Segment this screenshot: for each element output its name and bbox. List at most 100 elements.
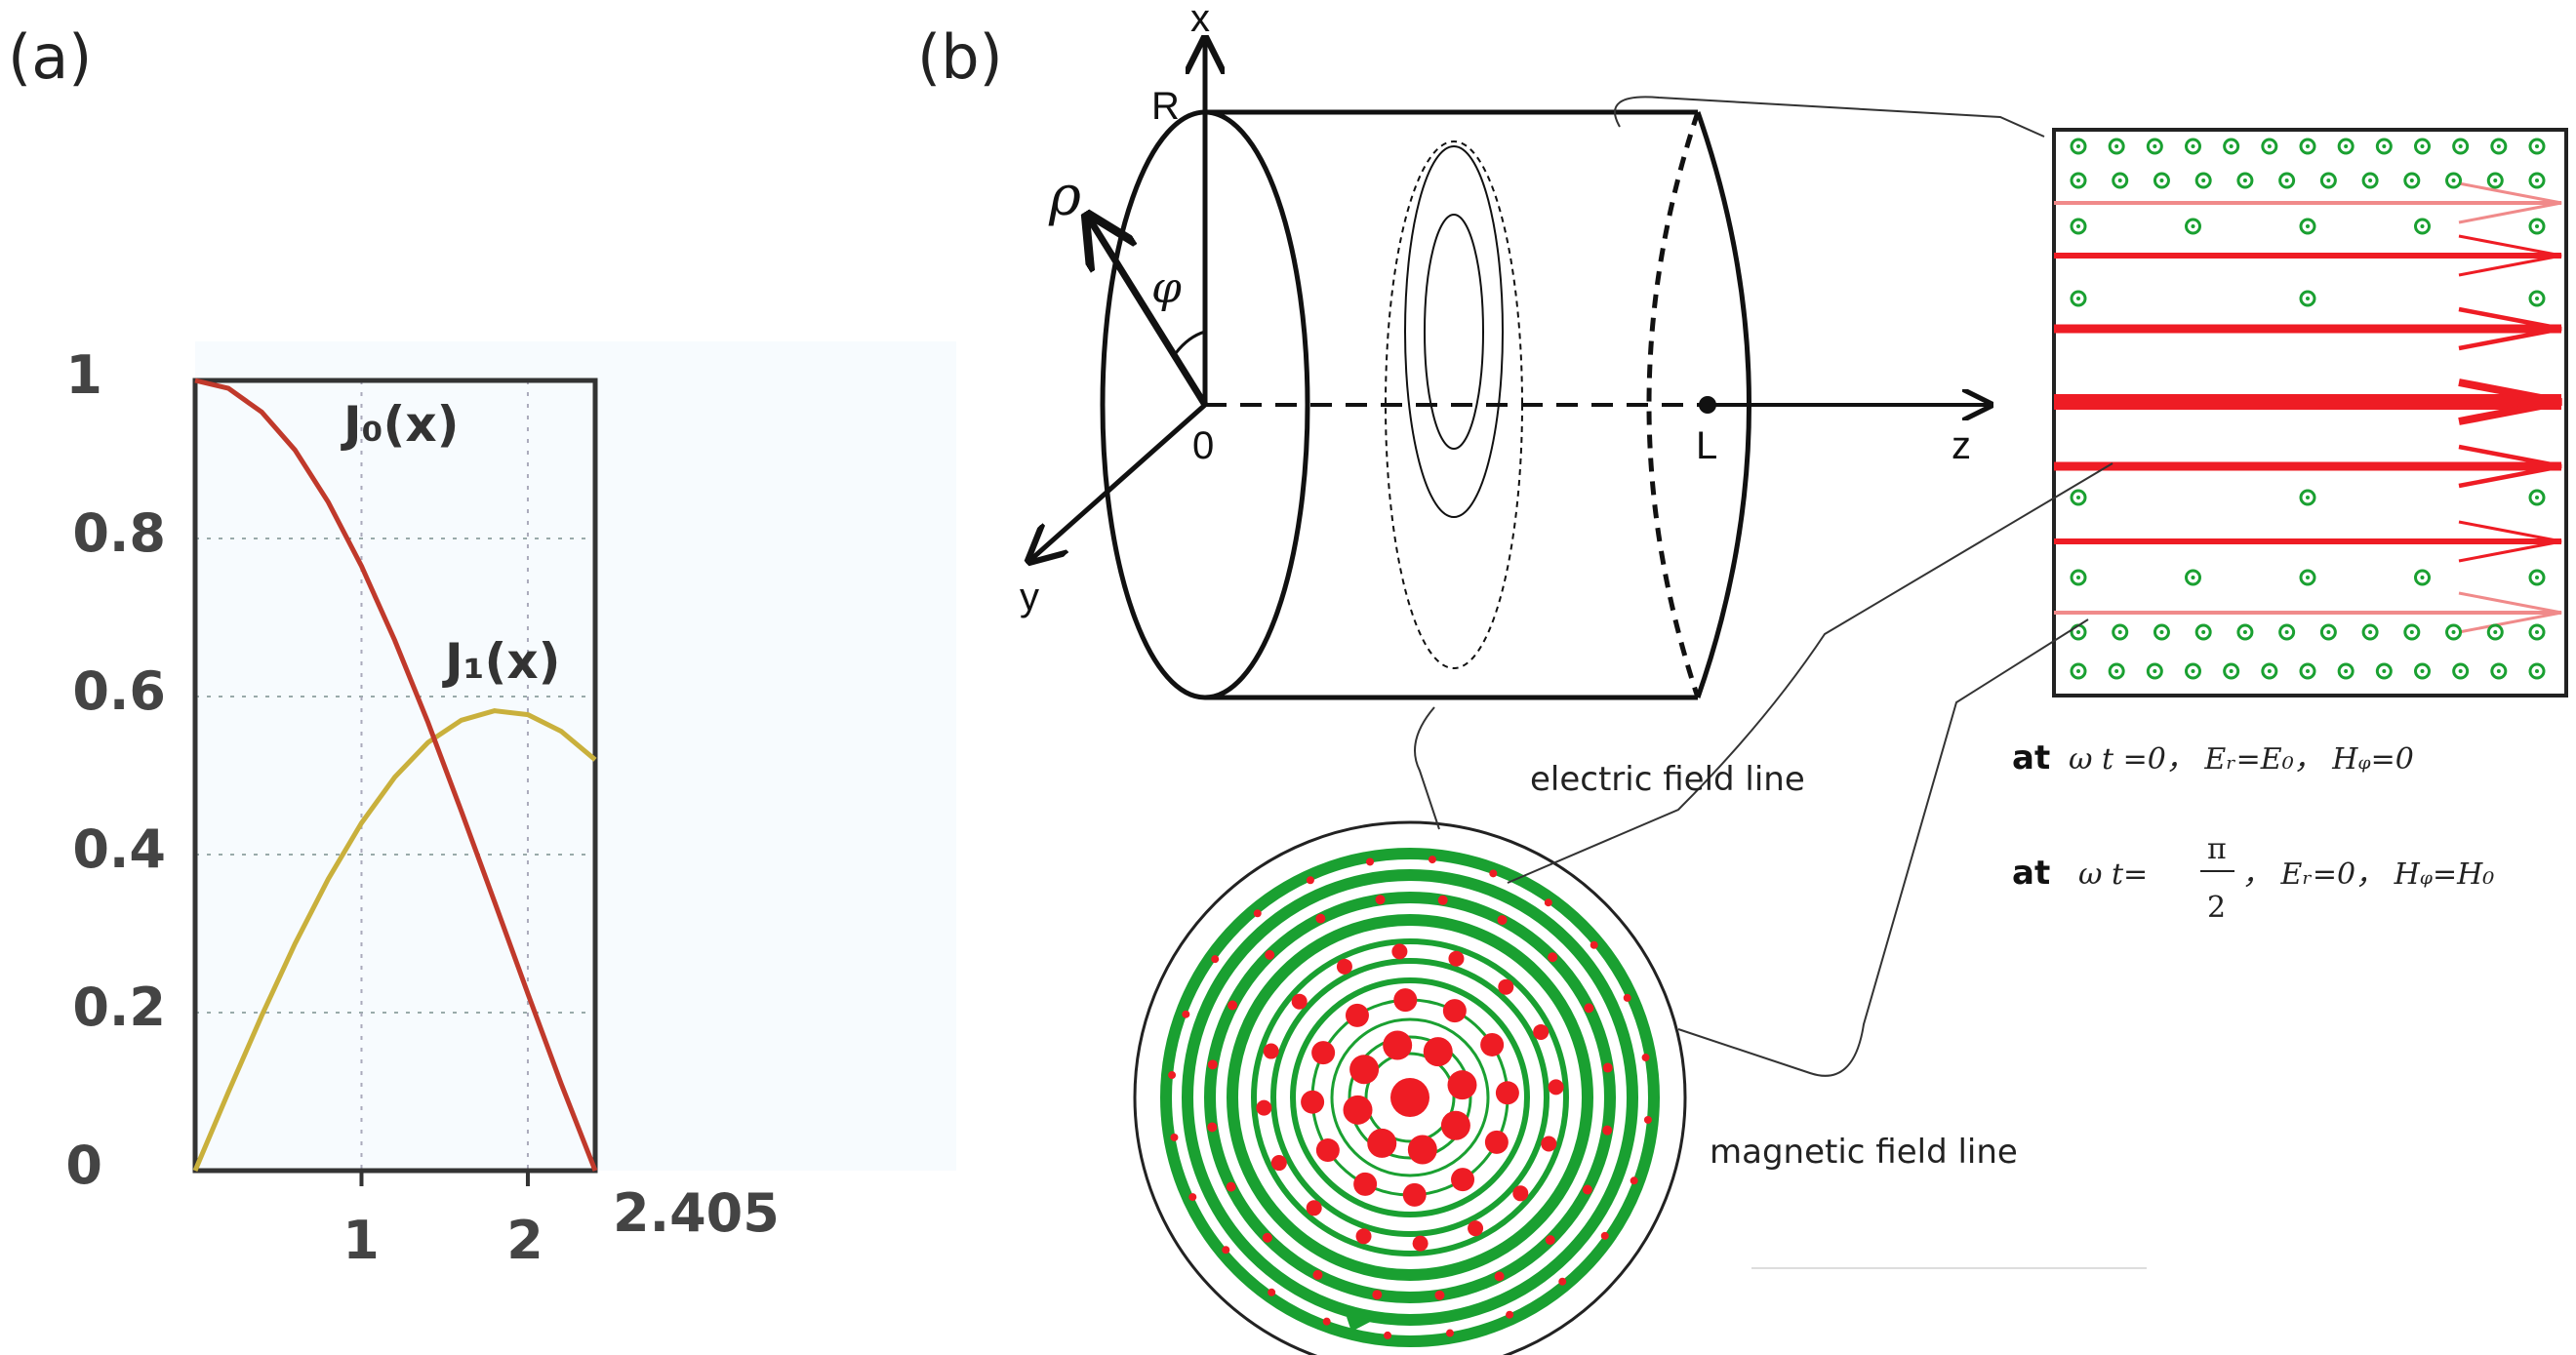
field-dot-center <box>2535 669 2539 673</box>
series-label-j1: J₁(x) <box>442 633 560 690</box>
callout-magnetic: magnetic field line <box>1710 1133 2018 1172</box>
field-dot-center <box>2076 297 2080 300</box>
magnetic-ring <box>1251 938 1569 1256</box>
field-dot-center <box>2493 630 2498 634</box>
field-dot-center <box>2409 630 2414 634</box>
field-dot-center <box>2076 576 2080 579</box>
magnetic-ring <box>1182 869 1638 1326</box>
field-dot <box>2185 662 2201 680</box>
e-dot <box>1345 1003 1369 1027</box>
field-arrowhead <box>2458 444 2562 489</box>
e-dot <box>1322 1317 1331 1326</box>
field-dot-center <box>2496 144 2501 148</box>
field-dot-center <box>2420 669 2425 673</box>
field-dot-center <box>2535 144 2539 148</box>
field-dot-center <box>2306 576 2310 579</box>
magnetic-ring <box>1227 914 1593 1281</box>
leader-lines <box>1414 96 2113 1077</box>
field-dot-center <box>2229 669 2234 673</box>
e-dot <box>1256 1099 1272 1116</box>
magnetic-ring <box>1204 892 1616 1303</box>
field-dot <box>2528 662 2546 680</box>
series-label-j0: J₀(x) <box>341 396 459 453</box>
field-dot-center <box>2284 179 2289 182</box>
phi-arc <box>1174 330 1206 354</box>
field-dot <box>2261 662 2278 680</box>
e-dot <box>1480 1032 1505 1056</box>
e-dot <box>1445 1329 1454 1337</box>
field-dot <box>2490 662 2508 680</box>
field-dot-center <box>2451 179 2456 182</box>
field-dot-center <box>2493 179 2498 182</box>
phi-label: φ <box>1151 263 1182 313</box>
e-dot <box>1484 1130 1509 1154</box>
axis-label-z: z <box>1952 424 1971 467</box>
leader-magnetic <box>1677 618 2089 1077</box>
field-dot <box>2445 172 2463 189</box>
e-dot <box>1541 1136 1557 1152</box>
formula-1-expr: ω t =0， Eᵣ=E₀， Hᵩ=0 <box>2069 742 2414 777</box>
e-dot <box>1268 1288 1276 1296</box>
formula-2-at: at <box>2012 854 2050 893</box>
field-dot-center <box>2267 144 2272 148</box>
field-dot <box>2070 662 2087 680</box>
e-dot <box>1182 1010 1190 1018</box>
e-dot <box>1315 1138 1340 1163</box>
axis-label-r: R <box>1151 85 1180 128</box>
field-dot <box>2361 172 2379 189</box>
field-arrowhead <box>2458 306 2562 351</box>
field-dot-center <box>2076 179 2080 182</box>
field-dot-center <box>2191 669 2195 673</box>
ytick-label-0.6: 0.6 <box>72 660 166 722</box>
e-dot <box>1412 1235 1429 1252</box>
e-dot <box>1506 1310 1514 1319</box>
callout-electric: electric field line <box>1530 760 1805 799</box>
cross-section <box>1133 820 1687 1355</box>
e-dot <box>1301 1090 1325 1114</box>
ytick-label-0.4: 0.4 <box>72 818 166 880</box>
e-dot <box>1468 1220 1484 1237</box>
leader-ring-to-disc <box>1414 706 1440 830</box>
field-dot <box>2403 623 2421 641</box>
cylinder <box>1029 39 1991 700</box>
field-dot-center <box>2159 630 2164 634</box>
field-dot-center <box>2076 669 2080 673</box>
e-dot <box>1630 1176 1638 1185</box>
e-dot <box>1226 1181 1236 1192</box>
e-dot <box>1391 943 1408 960</box>
field-dot <box>2528 290 2546 307</box>
formula-2-expr-b: ， Eᵣ=0， Hᵩ=H₀ <box>2242 857 2494 892</box>
e-dot <box>1306 1200 1322 1216</box>
e-dot <box>1602 1125 1613 1136</box>
inner-ring-2 <box>1424 214 1484 450</box>
field-box <box>2052 128 2568 697</box>
magnetic-ring <box>1290 977 1530 1217</box>
field-dot <box>2223 662 2240 680</box>
field-dot <box>2070 290 2087 307</box>
field-dot-center <box>2535 224 2539 228</box>
field-dot-center <box>2267 669 2272 673</box>
e-dot <box>1168 1071 1177 1080</box>
field-dot-center <box>2114 669 2119 673</box>
field-dot <box>2299 138 2316 155</box>
field-dot <box>2146 662 2163 680</box>
field-dot <box>2337 662 2355 680</box>
e-dot <box>1349 1055 1380 1085</box>
field-dot <box>2414 662 2431 680</box>
e-dot <box>1600 1231 1609 1240</box>
field-dot <box>2490 138 2508 155</box>
e-dot <box>1447 1070 1477 1100</box>
e-dot <box>1448 950 1465 967</box>
e-dot <box>1423 1037 1453 1067</box>
field-side-view <box>2052 128 2568 697</box>
field-dot <box>2486 623 2504 641</box>
xtick-label-2.405: 2.405 <box>613 1182 780 1244</box>
axis-label-x: x <box>1190 0 1210 40</box>
field-dot <box>2414 569 2431 586</box>
field-dot-center <box>2076 224 2080 228</box>
field-dot-center <box>2229 144 2234 148</box>
formula-2-expr-a: ω t= <box>2078 857 2148 892</box>
ytick-label-0.8: 0.8 <box>72 502 166 564</box>
field-dot-center <box>2191 224 2195 228</box>
field-dot <box>2185 218 2201 235</box>
